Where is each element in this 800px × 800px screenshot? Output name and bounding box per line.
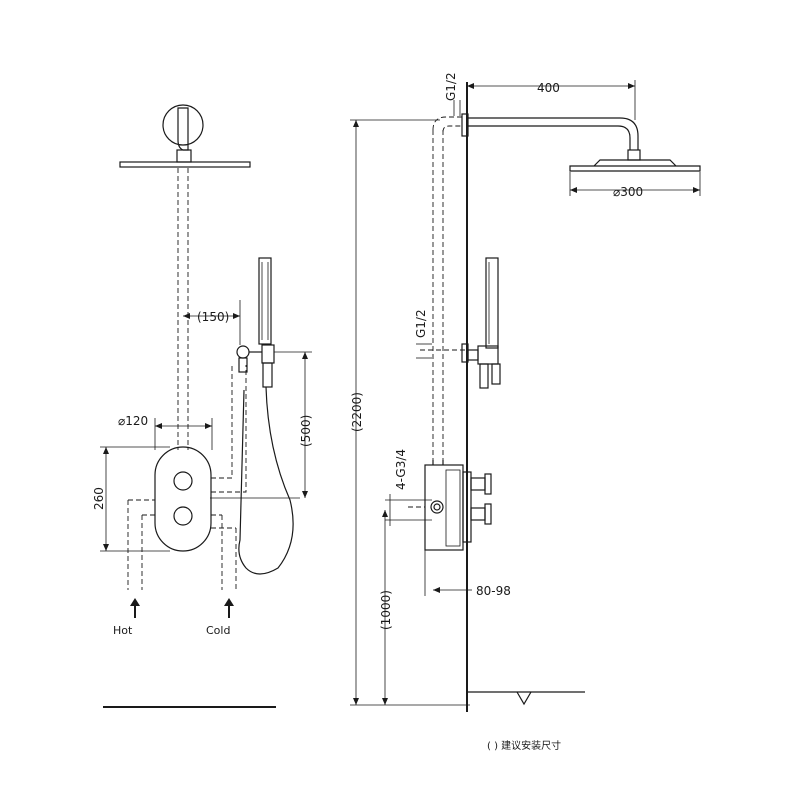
plate-height-dim: 260 — [92, 487, 106, 510]
shower-head-front — [119, 161, 251, 168]
cold-label: Cold — [206, 624, 230, 637]
side-view: 400 G1/2 ⌀300 G1/2 — [350, 72, 701, 712]
lower-handle — [173, 506, 193, 526]
valve-plate — [154, 446, 212, 552]
head-connector — [176, 149, 192, 163]
floor-level-marker — [516, 691, 532, 706]
wall-depth-dim: 80-98 — [476, 584, 511, 598]
hand-shower-side — [485, 257, 499, 349]
mid-thread-dim: G1/2 — [414, 309, 428, 338]
wall-outlet — [236, 345, 250, 359]
upper-handle — [173, 471, 193, 491]
front-view: (150) ⌀120 260 (500) — [92, 104, 313, 708]
hose-front — [238, 386, 294, 575]
installation-note: ( ) 建议安装尺寸 — [487, 739, 561, 752]
hand-height-dim: (500) — [299, 415, 313, 447]
shower-arm-front — [177, 107, 189, 151]
top-flange — [461, 113, 469, 137]
wall-flange — [162, 104, 204, 146]
hot-label: Hot — [113, 624, 133, 637]
total-height-dim: (2200) — [350, 392, 364, 432]
top-thread-dim: G1/2 — [444, 72, 458, 101]
arm-length-dim: 400 — [537, 81, 560, 95]
hand-offset-dim: (150) — [197, 310, 229, 324]
hand-shower-holder — [261, 344, 275, 364]
valve-body — [408, 460, 492, 551]
valve-thread-dim: 4-G3/4 — [394, 449, 408, 490]
hand-shower-front — [258, 257, 272, 345]
plate-diameter-dim: ⌀120 — [118, 414, 148, 428]
shower-head-side — [569, 159, 701, 172]
shower-arm-side — [468, 117, 639, 150]
valve-height-dim: (1000) — [379, 590, 393, 630]
head-diameter-dim: ⌀300 — [613, 185, 643, 199]
